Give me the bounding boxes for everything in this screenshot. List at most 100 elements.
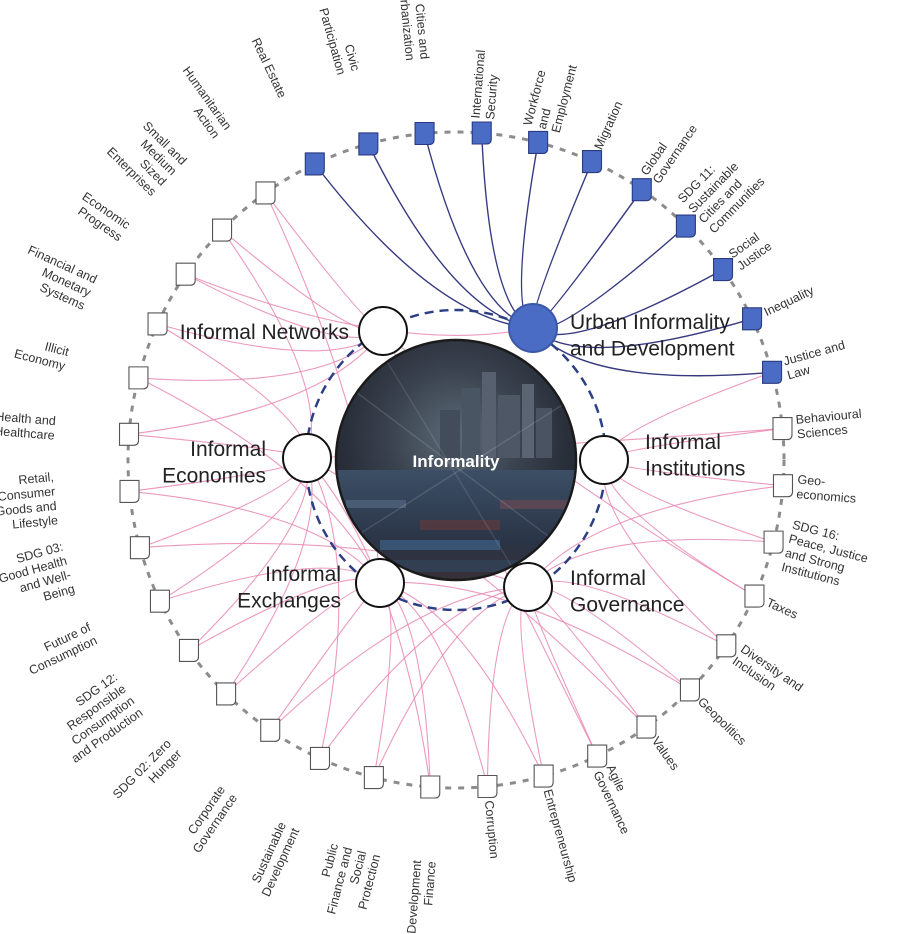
- hub-circle: [358, 306, 408, 356]
- topic-label-line: Inequality: [762, 283, 817, 319]
- topic-node-international-security[interactable]: InternationalSecurity: [469, 49, 503, 145]
- topic-label-public-finance-and-social-protection: PublicFinance andSocialProtection: [310, 842, 383, 923]
- link-diversity-and-inclusion-to-institutions: [602, 459, 727, 647]
- topic-label-values: Values: [649, 734, 682, 772]
- topic-node-public-finance-and-social-protection[interactable]: PublicFinance andSocialProtection: [310, 766, 384, 924]
- center-hub[interactable]: Informality: [334, 338, 580, 590]
- topic-node-workforce-and-employment[interactable]: WorkforceandEmployment: [521, 56, 580, 154]
- topic-label-behavioural-sciences: BehaviouralSciences: [795, 407, 863, 442]
- topic-doc-icon: [471, 121, 492, 145]
- topic-node-sdg-11-sustainable-cities-and-communities[interactable]: SDG 11:SustainableCities andCommunities: [675, 144, 767, 238]
- topic-label-line: Geo-: [797, 473, 826, 489]
- topic-doc-icon: [414, 121, 435, 146]
- topic-doc-icon: [212, 218, 233, 242]
- topic-doc-icon: [762, 360, 783, 384]
- topic-node-development-finance[interactable]: DevelopmentFinance: [404, 775, 441, 934]
- topic-doc-icon: [477, 774, 498, 799]
- link-health-and-healthcare-to-networks: [128, 330, 384, 435]
- link-public-finance-and-social-protection-to-governance: [373, 586, 529, 778]
- topic-label-line: Migration: [591, 99, 625, 152]
- topic-node-corporate-governance[interactable]: CorporateGovernance: [178, 718, 281, 856]
- topic-doc-icon: [175, 262, 196, 286]
- topic-doc-icon: [763, 530, 784, 554]
- topic-label-cities-and-urbanization: Cities andUrbanization: [396, 0, 431, 61]
- topic-label-real-estate: Real Estate: [249, 36, 289, 100]
- hub-label-line: Informal Networks: [180, 321, 349, 344]
- topic-doc-icon: [772, 474, 794, 498]
- topic-doc-icon: [587, 744, 608, 768]
- topic-node-illicit-economy[interactable]: IllicitEconomy: [13, 332, 149, 390]
- topic-doc-icon: [636, 715, 657, 739]
- topic-label-corporate-governance: CorporateGovernance: [178, 783, 240, 855]
- link-small-and-medium-sized-enterprises-to-economies: [221, 229, 313, 459]
- topic-doc-icon: [149, 589, 171, 613]
- topic-label-line: Civic: [342, 43, 363, 73]
- topic-doc-icon: [358, 132, 379, 156]
- hub-label-line: Economies: [162, 464, 266, 487]
- hub-label-line: and Development: [570, 337, 735, 360]
- topic-node-sustainable-development[interactable]: SustainableDevelopment: [246, 746, 331, 899]
- topic-node-entrepreneurship[interactable]: Entrepreneurship: [533, 764, 580, 884]
- topic-label-line: Behavioural: [795, 407, 862, 427]
- topic-doc-icon: [741, 307, 763, 331]
- topic-doc-icon: [128, 366, 149, 390]
- hub-node-networks[interactable]: Informal Networks: [180, 306, 408, 356]
- topic-label-economic-progress: EconomicProgress: [71, 189, 132, 244]
- topic-label-migration: Migration: [591, 99, 625, 152]
- topic-node-cities-and-urbanization[interactable]: Cities andUrbanization: [396, 0, 435, 146]
- topic-label-line: Entrepreneurship: [541, 788, 580, 884]
- topic-label-line: and: [535, 107, 554, 131]
- topic-doc-icon: [260, 718, 281, 742]
- topic-label-global-governance: GlobalGovernance: [638, 114, 700, 186]
- topic-node-civic-participation[interactable]: CivicParticipation: [316, 2, 379, 156]
- topic-node-social-justice[interactable]: SocialJustice: [712, 227, 775, 282]
- topic-label-line: Employment: [549, 63, 580, 134]
- topic-node-corruption[interactable]: Corruption: [477, 774, 502, 859]
- hub-label-line: Institutions: [645, 457, 745, 480]
- topic-node-justice-and-law[interactable]: Justice andLaw: [762, 338, 851, 384]
- topic-label-line: Health and: [0, 409, 56, 428]
- topic-label-line: economics: [796, 487, 857, 506]
- topic-node-geo-economics[interactable]: Geo-economics: [772, 473, 857, 506]
- topic-node-sdg-16-peace-justice-and-strong-institutions[interactable]: SDG 16:Peace, Justiceand StrongInstituti…: [763, 518, 873, 594]
- topic-label-entrepreneurship: Entrepreneurship: [541, 788, 580, 884]
- topic-node-sdg-03-good-health-and-well-being[interactable]: SDG 03:Good Healthand Well-Being: [0, 536, 150, 614]
- topic-node-diversity-and-inclusion[interactable]: Diversity andInclusion: [716, 634, 806, 707]
- topic-node-migration[interactable]: Migration: [581, 99, 626, 174]
- topic-node-retail-consumer-goods-and-lifestyle[interactable]: Retail,ConsumerGoods andLifestyle: [0, 470, 140, 533]
- topic-label-line: Corruption: [482, 800, 502, 859]
- link-cities-and-urbanization-to-urban: [423, 133, 534, 329]
- topic-label-line: Security: [483, 73, 501, 120]
- topic-node-agile-governance[interactable]: AgileGovernance: [587, 744, 646, 836]
- topic-doc-icon: [631, 178, 652, 202]
- topic-label-justice-and-law: Justice andLaw: [782, 338, 851, 382]
- topic-node-real-estate[interactable]: Real Estate: [249, 36, 325, 176]
- hub-label-line: Exchanges: [237, 589, 341, 612]
- topic-label-line: Illicit: [43, 339, 71, 359]
- topic-node-health-and-healthcare[interactable]: Health andHealthcare: [0, 409, 140, 446]
- topic-label-illicit-economy: IllicitEconomy: [13, 332, 71, 373]
- topic-label-line: International: [469, 49, 488, 119]
- topic-node-geopolitics[interactable]: Geopolitics: [679, 678, 749, 748]
- topic-node-financial-and-monetary-systems[interactable]: Financial andMonetarySystems: [14, 243, 168, 336]
- topic-label-taxes: Taxes: [764, 595, 800, 621]
- topic-node-behavioural-sciences[interactable]: BehaviouralSciences: [772, 407, 864, 442]
- topic-node-taxes[interactable]: Taxes: [744, 584, 800, 622]
- hub-circle: [508, 303, 558, 353]
- topic-node-values[interactable]: Values: [636, 715, 682, 773]
- link-sustainable-development-to-governance: [319, 586, 529, 759]
- topic-node-humanitarian-action[interactable]: HumanitarianAction: [168, 64, 276, 205]
- hub-label-line: Governance: [570, 593, 684, 616]
- center-title: Informality: [413, 452, 500, 471]
- topic-node-inequality[interactable]: Inequality: [741, 283, 817, 331]
- topic-node-future-of-consumption[interactable]: Future ofConsumption: [20, 589, 171, 678]
